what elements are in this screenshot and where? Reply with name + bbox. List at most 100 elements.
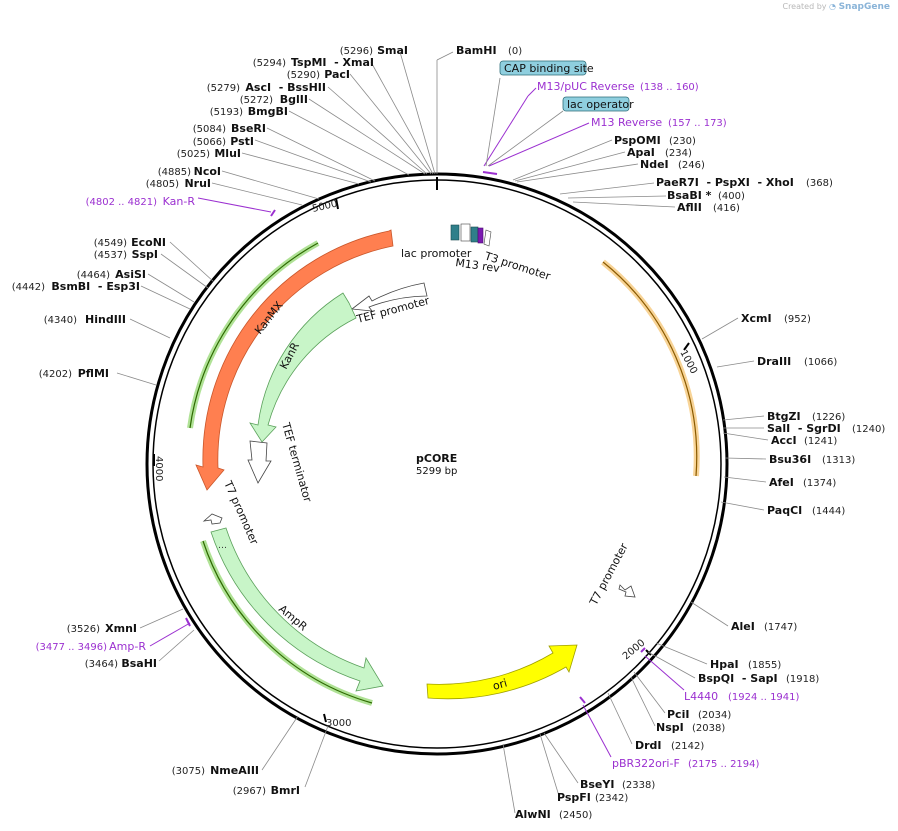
t7-promoter-left-feature[interactable]	[202, 513, 223, 525]
enzyme-label-ndei[interactable]: NdeI	[640, 158, 669, 171]
enzyme-num-beseri: (5084)	[193, 124, 226, 135]
enzyme-label-draiii[interactable]: DraIII	[757, 355, 791, 368]
enzyme-label-asisi[interactable]: AsiSI	[115, 268, 146, 281]
primer-label-amp-r[interactable]: Amp-R	[109, 640, 146, 653]
enzyme-label-bsmbi[interactable]: BsmBI - Esp3I	[51, 280, 140, 293]
enzyme-label-paer7i[interactable]: PaeR7I - PspXI - XhoI	[656, 176, 794, 189]
enzyme-label-smai[interactable]: SmaI	[377, 44, 408, 57]
enzyme-label-hindiii[interactable]: HindIII	[85, 313, 126, 326]
enzyme-label-paqci[interactable]: PaqCI	[767, 504, 802, 517]
ampr-feature[interactable]	[210, 527, 384, 692]
enzyme-num-hpai: (1855)	[748, 660, 781, 671]
credit: Created by ◔ SnapGene	[782, 2, 890, 12]
enzyme-label-hpai[interactable]: HpaI	[710, 658, 739, 671]
enzyme-label-pflmi[interactable]: PflMI	[78, 367, 109, 380]
enzyme-num-nspi: (2038)	[692, 723, 725, 734]
enzyme-label-bsu36i[interactable]: Bsu36I	[769, 453, 811, 466]
primer-mark-amp-r	[185, 617, 191, 627]
lac-promoter-small-feature[interactable]	[460, 223, 471, 242]
enzyme-num-bmri: (2967)	[233, 786, 266, 797]
enzyme-label-bseyi[interactable]: BseYI	[580, 778, 614, 791]
cap-binding-site-box	[499, 60, 587, 76]
enzyme-label-beseri[interactable]: BseRI	[231, 122, 266, 135]
primer-label-pbr322ori-f[interactable]: pBR322ori-F	[612, 757, 680, 770]
enzyme-label-econi[interactable]: EcoNI	[131, 236, 166, 249]
enzyme-num-bseyi: (2338)	[622, 780, 655, 791]
enzyme-label-nspi[interactable]: NspI	[656, 721, 684, 734]
enzyme-num-pspomi: (230)	[669, 136, 696, 147]
enzyme-label-tspmi[interactable]: TspMI - XmaI	[291, 56, 374, 69]
enzyme-label-xmni[interactable]: XmnI	[105, 622, 137, 635]
enzyme-label-aflii[interactable]: AflII	[677, 201, 702, 214]
primer-range-m13-reverse: (157 .. 173)	[668, 118, 727, 129]
enzyme-label-pspfi[interactable]: PspFI	[557, 791, 591, 804]
enzyme-num-alei: (1747)	[764, 622, 797, 633]
credit-brand: SnapGene	[838, 2, 890, 12]
enzyme-num-paqci: (1444)	[812, 506, 845, 517]
tef-terminator-feature[interactable]	[247, 440, 272, 484]
enzyme-num-hindiii: (4340)	[44, 315, 77, 326]
enzyme-label-nmeaiii[interactable]: NmeAIII	[210, 764, 259, 777]
enzyme-num-afei: (1374)	[803, 478, 836, 489]
m13-rev-feature[interactable]	[477, 227, 484, 244]
primer-range-kan-r: (4802 .. 4821)	[86, 197, 158, 208]
primer-label-m13-puc-reverse[interactable]: M13/pUC Reverse	[537, 80, 635, 93]
enzyme-label-psti[interactable]: PstI	[230, 135, 254, 148]
kanr-feature[interactable]	[249, 292, 357, 443]
enzyme-label-acci[interactable]: AccI	[771, 434, 797, 447]
enzyme-num-bsabi: (400)	[718, 191, 745, 202]
enzyme-label-sali[interactable]: SalI - SgrDI	[767, 422, 841, 435]
lac-operator-feature[interactable]	[470, 226, 479, 243]
enzyme-label-bsahi[interactable]: BsaHI	[121, 657, 157, 670]
enzyme-label-paci[interactable]: PacI	[324, 68, 350, 81]
primer-label-m13-reverse[interactable]: M13 Reverse	[591, 116, 662, 129]
primer-range-l4440: (1924 .. 1941)	[728, 692, 800, 703]
kanmx-feature[interactable]	[195, 229, 394, 491]
enzyme-num-nrui: (4805)	[146, 179, 179, 190]
enzyme-num-bsu36i: (1313)	[822, 455, 855, 466]
kanmx-highlight-line	[189, 242, 319, 429]
enzyme-label-bamhi[interactable]: BamHI	[456, 44, 497, 57]
enzyme-label-alwni[interactable]: AlwNI	[515, 808, 551, 821]
t7-promoter-right-label: T7 promoter	[587, 541, 631, 609]
left-connector-lines	[116, 51, 436, 788]
t3-promoter-feature[interactable]	[483, 229, 492, 247]
ori-label: ori	[491, 676, 508, 692]
enzyme-label-mlui[interactable]: MluI	[214, 147, 241, 160]
enzyme-label-bsabi[interactable]: BsaBI *	[667, 189, 712, 202]
primer-mark-l4440	[640, 647, 646, 653]
ampr-highlight-line	[202, 540, 373, 704]
t7-promoter-right-feature[interactable]	[618, 584, 636, 598]
enzyme-label-bmgbi[interactable]: BmgBI	[248, 105, 288, 118]
enzyme-num-draiii: (1066)	[804, 357, 837, 368]
primer-mark-pbr322	[579, 696, 586, 704]
ori-feature[interactable]	[426, 644, 578, 700]
enzyme-label-drdi[interactable]: DrdI	[635, 739, 662, 752]
enzyme-num-acci: (1241)	[804, 436, 837, 447]
enzyme-label-btgzi[interactable]: BtgZI	[767, 410, 801, 423]
enzyme-label-pcii[interactable]: PciI	[667, 708, 689, 721]
enzyme-label-bmri[interactable]: BmrI	[271, 784, 300, 797]
enzyme-num-xcmi: (952)	[784, 314, 811, 325]
tick-mark-5000	[335, 197, 339, 210]
cap-binding-site-feature[interactable]	[450, 224, 460, 241]
right-enzyme-labels: BamHI (0) PspOMI (230) ApaI (234) NdeI (…	[456, 44, 885, 821]
enzyme-label-alei[interactable]: AleI	[731, 620, 755, 633]
primer-label-kan-r[interactable]: Kan-R	[163, 195, 196, 208]
enzyme-label-ncoi[interactable]: NcoI	[194, 165, 221, 178]
enzyme-label-xcmi[interactable]: XcmI	[741, 312, 772, 325]
enzyme-label-bspqi[interactable]: BspQI - SapI	[698, 672, 778, 685]
enzyme-num-ncoi: (4885)	[158, 167, 191, 178]
enzyme-label-pspomi[interactable]: PspOMI	[614, 134, 661, 147]
primer-range-m13-puc-reverse: (138 .. 160)	[640, 82, 699, 93]
enzyme-label-nrui[interactable]: NruI	[184, 177, 211, 190]
enzyme-label-bglii[interactable]: BglII	[280, 93, 308, 106]
tick-mark-3000	[323, 713, 327, 723]
primer-marks	[185, 171, 646, 704]
plasmid-length: 5299 bp	[416, 466, 457, 477]
primer-label-l4440[interactable]: L4440	[684, 690, 718, 703]
enzyme-label-afei[interactable]: AfeI	[769, 476, 794, 489]
enzyme-label-asci[interactable]: AscI - BssHII	[245, 81, 326, 94]
enzyme-label-sspi[interactable]: SspI	[132, 248, 158, 261]
enzyme-label-apai[interactable]: ApaI	[627, 146, 655, 159]
